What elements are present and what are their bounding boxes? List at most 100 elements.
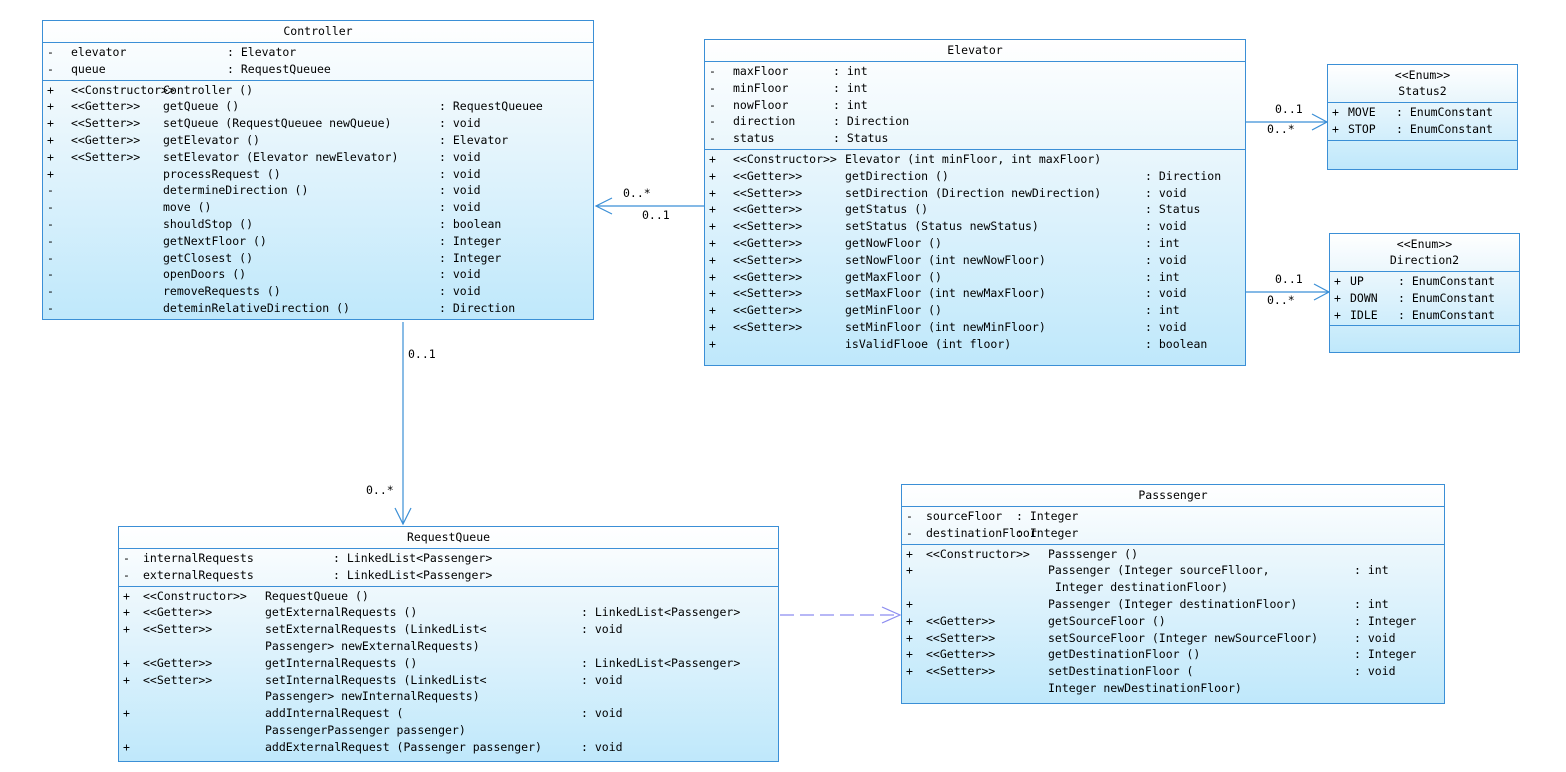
return-type: : void [439, 267, 481, 282]
return-type: : Status [1145, 202, 1201, 217]
operation[interactable]: -removeRequests (): void [43, 283, 593, 300]
class-header: <<Enum>>Status2 [1328, 65, 1517, 103]
class-name: RequestQueue [406, 530, 491, 544]
signature: Passenger (Integer destinationFloor) [1048, 596, 1298, 611]
enum-status2[interactable]: <<Enum>>Status2+MOVE: EnumConstant+STOP:… [1327, 64, 1518, 170]
enum-literals: +MOVE: EnumConstant+STOP: EnumConstant [1328, 103, 1517, 141]
operation[interactable]: +<<Getter>>getInternalRequests (): Linke… [119, 655, 778, 672]
attribute-name: destinationFloor [926, 525, 1037, 540]
enum-literal[interactable]: +UP: EnumConstant [1330, 273, 1519, 290]
attribute[interactable]: -destinationFloor: Integer [902, 525, 1444, 542]
operation[interactable]: +<<Setter>>setElevator (Elevator newElev… [43, 149, 593, 166]
attribute[interactable]: -minFloor: int [705, 80, 1245, 97]
literal-name: STOP [1348, 121, 1376, 136]
operation[interactable]: +<<Setter>>setStatus (Status newStatus):… [705, 218, 1245, 235]
attribute[interactable]: -maxFloor: int [705, 63, 1245, 80]
operation[interactable]: +<<Setter>>setMaxFloor (int newMaxFloor)… [705, 285, 1245, 302]
attribute[interactable]: -externalRequests: LinkedList<Passenger> [119, 567, 778, 584]
attribute[interactable]: -status: Status [705, 130, 1245, 147]
enum-literal[interactable]: +IDLE: EnumConstant [1330, 307, 1519, 324]
class-controller[interactable]: Controller-elevator: Elevator-queue: Req… [42, 20, 594, 320]
visibility: - [709, 131, 716, 146]
operation[interactable]: +processRequest (): void [43, 166, 593, 183]
enum-direction2[interactable]: <<Enum>>Direction2+UP: EnumConstant+DOWN… [1329, 233, 1520, 353]
operation[interactable]: -move (): void [43, 199, 593, 216]
class-passenger[interactable]: Passsenger-sourceFloor: Integer-destinat… [901, 484, 1445, 704]
return-type: : void [581, 672, 623, 687]
class-requestqueue[interactable]: RequestQueue -internalRequests: LinkedLis… [118, 526, 779, 762]
attribute-name: externalRequests [143, 567, 254, 582]
operation[interactable]: +<<Getter>>getExternalRequests (): Linke… [119, 604, 778, 621]
operation[interactable]: -deteminRelativeDirection (): Direction [43, 300, 593, 317]
operation[interactable]: +<<Getter>>getSourceFloor (): Integer [902, 613, 1444, 630]
operation[interactable]: +<<Setter>>setQueue (RequestQueuee newQu… [43, 115, 593, 132]
operation[interactable]: +<<Setter>>setDirection (Direction newDi… [705, 185, 1245, 202]
operation[interactable]: +<<Setter>>setSourceFloor (Integer newSo… [902, 630, 1444, 647]
stereotype: <<Setter>> [926, 630, 996, 645]
enum-literal[interactable]: +MOVE: EnumConstant [1328, 104, 1517, 121]
operation[interactable]: -getClosest (): Integer [43, 250, 593, 267]
enum-literal[interactable]: +DOWN: EnumConstant [1330, 290, 1519, 307]
operation[interactable]: +<<Getter>>getMaxFloor (): int [705, 269, 1245, 286]
operation[interactable]: +<<Setter>>setMinFloor (int newMinFloor)… [705, 319, 1245, 336]
operation[interactable]: +<<Constructor>>RequestQueue () [119, 588, 778, 605]
operation[interactable]: +<<Getter>>getDirection (): Direction [705, 168, 1245, 185]
operation[interactable]: +<<Setter>>setNowFloor (int newNowFloor)… [705, 252, 1245, 269]
operations-section: +<<Constructor>>RequestQueue ()+<<Getter… [119, 587, 778, 758]
signature: setNowFloor (int newNowFloor) [845, 252, 1046, 267]
return-type: : int [1354, 563, 1389, 578]
stereotype [71, 283, 163, 300]
operation[interactable]: -determineDirection (): void [43, 182, 593, 199]
visibility: + [1334, 274, 1341, 288]
attribute-type: : Elevator [227, 45, 297, 59]
signature: getDestinationFloor () [1048, 647, 1201, 662]
visibility: - [123, 551, 130, 565]
operation[interactable]: +<<Getter>>getMinFloor (): int [705, 302, 1245, 319]
return-type: : void [439, 183, 481, 198]
operation[interactable]: +<<Getter>>getQueue (): RequestQueuee [43, 98, 593, 115]
association-controller-requestqueue[interactable] [394, 322, 412, 526]
operation[interactable]: +<<Getter>>getElevator (): Elevator [43, 132, 593, 149]
operation[interactable]: +<<Constructor>>Controller () [43, 82, 593, 99]
operation[interactable]: -openDoors (): void [43, 266, 593, 283]
operation[interactable]: -getNextFloor (): Integer [43, 233, 593, 250]
enum-literal[interactable]: +STOP: EnumConstant [1328, 121, 1517, 138]
signature: move () [163, 200, 212, 215]
operation[interactable]: +<<Setter>>setExternalRequests (LinkedLi… [119, 621, 778, 655]
association-elevator-controller[interactable] [594, 197, 704, 215]
class-elevator[interactable]: Elevator-maxFloor: int-minFloor: int-now… [704, 39, 1246, 366]
operation[interactable]: +<<Setter>>setDestinationFloor ( Integer… [902, 663, 1444, 697]
multiplicity-direction-top: 0..1 [1275, 272, 1303, 286]
signature: getInternalRequests () [265, 655, 418, 670]
operation[interactable]: -shouldStop (): boolean [43, 216, 593, 233]
visibility: + [47, 116, 54, 131]
return-type: : void [439, 166, 481, 181]
stereotype: <<Getter>> [926, 613, 996, 628]
operation[interactable]: +<<Constructor>>Passsenger () [902, 546, 1444, 563]
operation[interactable]: +Passenger (Integer destinationFloor): i… [902, 596, 1444, 613]
operation[interactable]: +isValidFlooe (int floor): boolean [705, 336, 1245, 353]
attribute[interactable]: -queue: RequestQueuee [43, 61, 593, 78]
operation[interactable]: +addInternalRequest ( PassengerPassenger… [119, 705, 778, 739]
signature: getClosest () [163, 250, 254, 265]
attribute[interactable]: -elevator: Elevator [43, 44, 593, 61]
dependency-requestqueue-passenger[interactable] [780, 606, 902, 624]
operation[interactable]: +<<Getter>>getDestinationFloor (): Integ… [902, 646, 1444, 663]
return-type: : int [1145, 235, 1180, 250]
class-header: Elevator [705, 40, 1245, 62]
signature: Passsenger () [1048, 546, 1139, 561]
attribute[interactable]: -direction: Direction [705, 113, 1245, 130]
attribute[interactable]: -sourceFloor: Integer [902, 508, 1444, 525]
attribute[interactable]: -internalRequests: LinkedList<Passenger> [119, 550, 778, 567]
operation[interactable]: +<<Getter>>getNowFloor (): int [705, 235, 1245, 252]
operation[interactable]: +<<Getter>>getStatus (): Status [705, 201, 1245, 218]
operation[interactable]: +addExternalRequest (Passenger passenger… [119, 739, 778, 756]
attribute-type: : RequestQueuee [227, 61, 331, 76]
attribute[interactable]: -nowFloor: int [705, 97, 1245, 114]
return-type: : void [1354, 664, 1396, 679]
operation[interactable]: +<<Setter>>setInternalRequests (LinkedLi… [119, 672, 778, 706]
attribute-type: : Integer [1016, 525, 1079, 540]
operation[interactable]: +Passenger (Integer sourceFlloor, Intege… [902, 562, 1444, 596]
attribute-name: nowFloor [733, 97, 789, 112]
operation[interactable]: +<<Constructor>>Elevator (int minFloor, … [705, 151, 1245, 168]
